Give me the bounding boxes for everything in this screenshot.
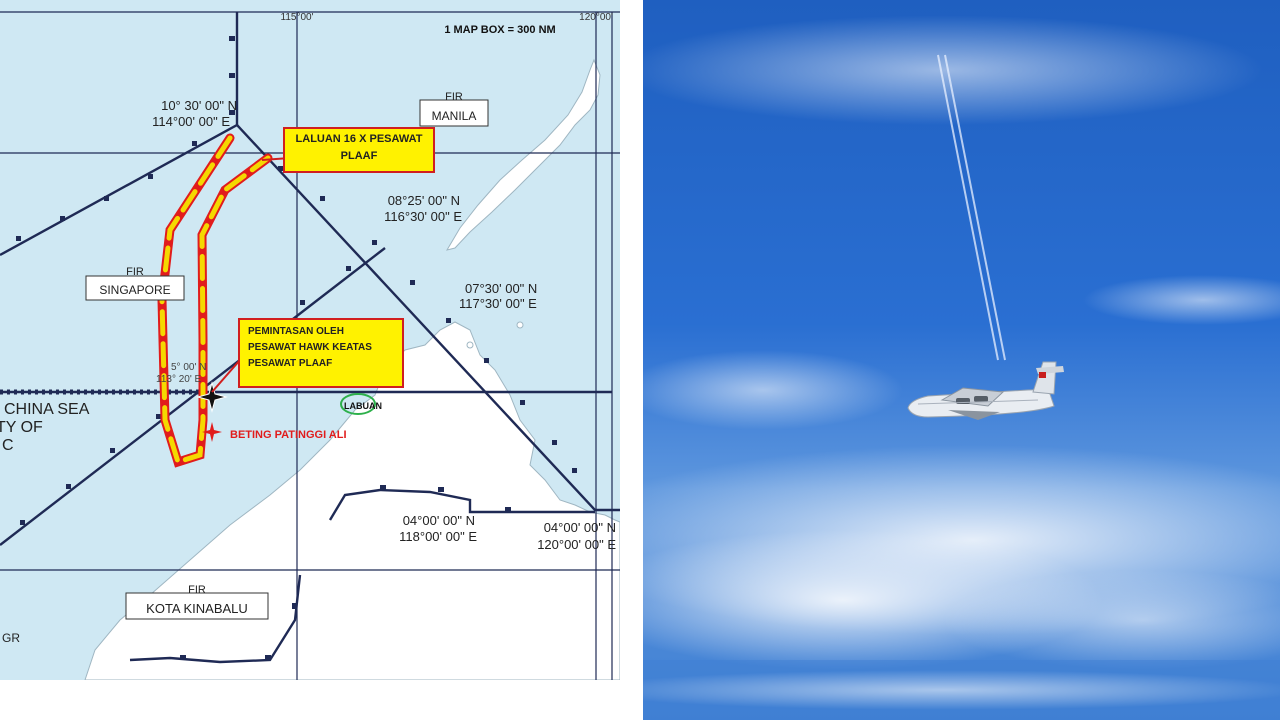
- tick: [372, 240, 377, 245]
- labuan-marker: [340, 393, 376, 415]
- intercept-callout-line-3: PESAWAT PLAAF: [248, 358, 333, 369]
- side-cloud: [1083, 275, 1280, 325]
- lon-label-115: 115°00': [281, 12, 314, 23]
- sea-label: CHINA SEA: [4, 401, 90, 418]
- coord-2-lat: 08°25' 00" N: [388, 193, 460, 208]
- tick: [66, 484, 71, 489]
- airspace-map: FIR MANILA FIR SINGAPORE FIR KOTA KINABA…: [0, 0, 620, 680]
- tick: [265, 655, 271, 660]
- route-callout-line-2: PLAAF: [340, 150, 378, 162]
- tick: [292, 603, 297, 609]
- coord-1-lon: 114°00' 00" E: [152, 114, 230, 129]
- tick: [446, 318, 451, 323]
- fir-singapore-label: SINGAPORE: [99, 283, 170, 297]
- coordinate-labels: 10° 30' 00" N 114°00' 00" E 08°25' 00" N…: [152, 98, 616, 552]
- tick: [148, 174, 153, 179]
- coord-4-lat: 04°00' 00" N: [403, 513, 475, 528]
- tick: [229, 36, 235, 41]
- upper-cloud: [643, 15, 1263, 125]
- tick: [438, 487, 444, 492]
- beting-label: BETING PATINGGI ALI: [230, 429, 347, 441]
- lower-cloud-bank-3: [943, 570, 1280, 670]
- small-island: [466, 341, 474, 349]
- intercept-callout-line-2: PESAWAT HAWK KEATAS: [248, 342, 372, 353]
- sea-label-3: C: [2, 437, 14, 454]
- tick: [484, 358, 489, 363]
- tick: [104, 196, 109, 201]
- tick: [300, 300, 305, 305]
- tick: [156, 414, 161, 419]
- beting-star-icon: [202, 422, 222, 442]
- route-arrows: [159, 135, 271, 466]
- fir-boundaries: [0, 12, 620, 664]
- tick: [520, 400, 525, 405]
- partial-coord-lat: 5° 00' N: [171, 362, 206, 373]
- coord-1-lat: 10° 30' 00" N: [161, 98, 237, 113]
- contrails: [937, 54, 1006, 361]
- intercept-callout: PEMINTASAN OLEH PESAWAT HAWK KEATAS PESA…: [238, 318, 404, 388]
- route-path: [159, 135, 271, 466]
- horizon-haze: [643, 670, 1280, 710]
- fir-boundary-singapore: [0, 247, 386, 546]
- tick: [320, 196, 325, 201]
- fir-singapore-box: FIR SINGAPORE: [85, 266, 185, 301]
- map-svg: FIR MANILA FIR SINGAPORE FIR KOTA KINABA…: [0, 0, 620, 680]
- tick: [278, 166, 283, 171]
- tick: [229, 110, 235, 115]
- coord-5-lat: 04°00' 00" N: [544, 520, 616, 535]
- intercept-star-icon: [196, 381, 228, 413]
- tick: [60, 216, 65, 221]
- tick: [180, 655, 186, 660]
- route-callout: LALUAN 16 X PESAWAT PLAAF: [283, 127, 435, 173]
- fir-kk-prefix: FIR: [188, 584, 206, 596]
- coord-3-lat: 07°30' 00" N: [465, 281, 537, 296]
- tick: [110, 448, 115, 453]
- tick: [16, 236, 21, 241]
- tick: [552, 440, 557, 445]
- tick: [505, 507, 511, 512]
- tick: [229, 73, 235, 78]
- fir-boundary-manila: [236, 124, 620, 512]
- edge-label: GR: [2, 631, 20, 645]
- photo-svg: [643, 0, 1280, 720]
- lon-label-120: 120°00': [579, 12, 613, 23]
- route-callout-line-1: LALUAN 16 X PESAWAT: [295, 133, 423, 145]
- labuan-label: LABUAN: [344, 401, 382, 411]
- fir-kota-kinabalu-box: FIR KOTA KINABALU: [125, 584, 269, 620]
- partial-coord-lon: 113° 20' E: [156, 374, 202, 385]
- tick: [20, 520, 25, 525]
- tick: [192, 141, 197, 146]
- fir-manila-box: FIR MANILA: [419, 91, 489, 127]
- coord-5-lon: 120°00' 00" E: [537, 537, 616, 552]
- transport-aircraft-icon: [907, 361, 1064, 420]
- fir-boundary-kota-kinabalu: [328, 488, 595, 521]
- scale-label: 1 MAP BOX = 300 NM: [444, 24, 555, 36]
- sea-label-2: TY OF: [0, 419, 43, 436]
- intercept-callout-line-1: PEMINTASAN OLEH: [248, 326, 344, 337]
- fir-manila-prefix: FIR: [445, 91, 463, 103]
- coord-2-lon: 116°30' 00" E: [384, 209, 462, 224]
- fir-boundary-sabah: [129, 574, 302, 664]
- coord-3-lon: 117°30' 00" E: [459, 296, 537, 311]
- contrail: [944, 54, 1006, 361]
- fir-manila-label: MANILA: [432, 109, 477, 123]
- coord-4-lon: 118°00' 00" E: [399, 529, 477, 544]
- left-cloud: [643, 350, 903, 430]
- tick: [346, 266, 351, 271]
- palawan-island: [445, 58, 601, 251]
- boundary-ticks: [16, 36, 577, 660]
- small-island: [516, 321, 524, 329]
- tick: [572, 468, 577, 473]
- contrail: [937, 54, 999, 361]
- tick: [380, 485, 386, 490]
- tick: [410, 280, 415, 285]
- fir-kk-label: KOTA KINABALU: [146, 601, 248, 616]
- fir-singapore-prefix: FIR: [126, 266, 144, 278]
- aircraft-photo: [643, 0, 1280, 720]
- intercept-callout-pointer: [211, 359, 241, 393]
